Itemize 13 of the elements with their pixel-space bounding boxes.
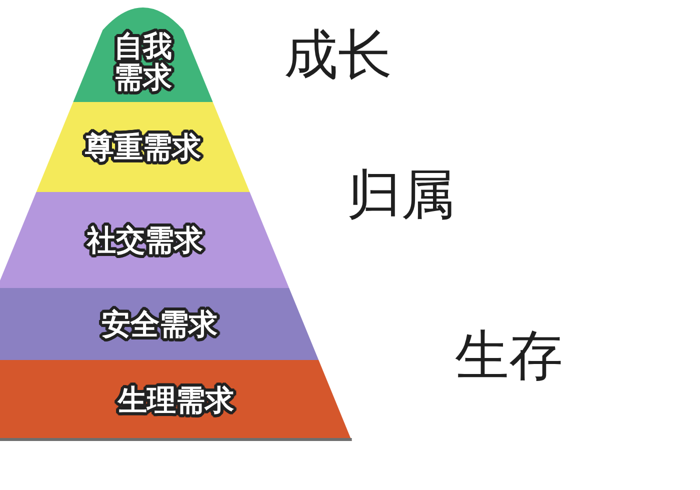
pyramid-level xyxy=(73,5,213,102)
level-label: 安全需求 xyxy=(102,308,218,340)
category-label: 生存 xyxy=(455,326,563,386)
pyramid-level xyxy=(0,288,319,360)
level-label: 自我需求 xyxy=(113,31,173,92)
category-label: 成长 xyxy=(284,25,392,84)
pyramid-level xyxy=(0,192,290,288)
pyramid-level xyxy=(36,102,250,192)
category-label: 归属 xyxy=(347,165,455,224)
pyramid-level xyxy=(0,360,352,441)
level-label: 生理需求 xyxy=(118,385,234,416)
level-label: 尊重需求 xyxy=(85,132,201,162)
level-label: 社交需求 xyxy=(87,224,203,256)
